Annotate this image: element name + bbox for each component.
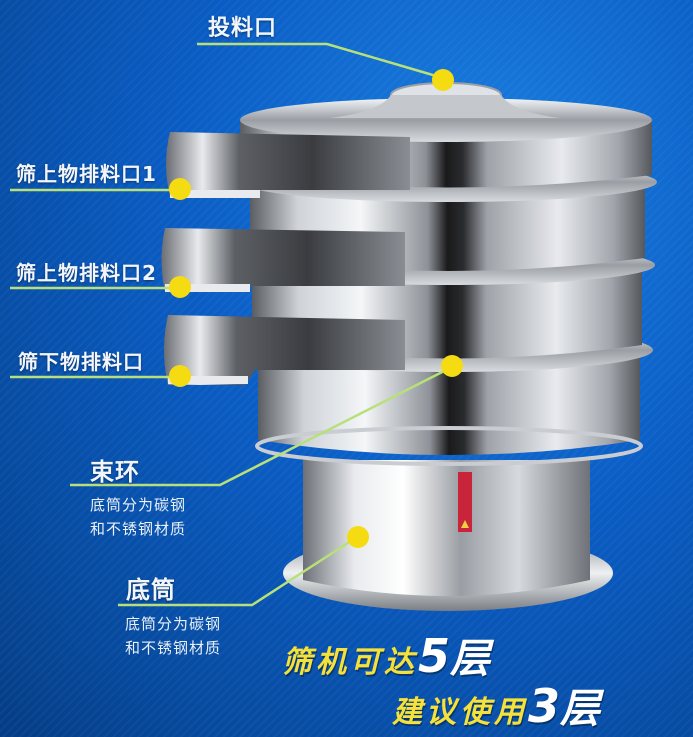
oversize-outlet-1-shape	[166, 132, 410, 196]
slogan-line-2-prefix: 建议使用	[392, 695, 528, 730]
slogan-line-1: 筛机可达5层	[282, 626, 490, 684]
label-feed-inlet: 投料口	[208, 16, 278, 41]
leader-line-clamp-ring	[70, 365, 453, 487]
warning-triangle-icon	[461, 520, 469, 528]
clamp-ring-shape	[255, 426, 643, 466]
slogan-line-1-prefix: 筛机可达	[282, 645, 418, 680]
base-cylinder-description: 底筒分为碳钢 和不锈钢材质	[125, 612, 221, 660]
label-clamp-ring: 束环	[90, 458, 140, 486]
slogan-line-1-number: 5	[418, 629, 451, 683]
outlet-3-lip	[168, 376, 248, 384]
marker-dot-icon	[432, 69, 454, 91]
marker-dot-icon	[441, 355, 463, 377]
slogan-line-2-number: 3	[528, 679, 561, 733]
base-cylinder-desc-line-1: 底筒分为碳钢	[125, 615, 222, 633]
top-lid	[240, 98, 652, 142]
leader-line-feed-inlet	[197, 42, 444, 80]
label-undersize-outlet: 筛下物排料口	[18, 350, 144, 374]
marker-dot-icon	[169, 276, 191, 298]
clamp-ring-desc-line-2: 和不锈钢材质	[90, 520, 187, 538]
outlet-2-lip	[165, 284, 250, 292]
oversize-outlet-2-shape	[161, 228, 405, 292]
clamp-ring-desc-line-1: 底筒分为碳钢	[90, 496, 187, 514]
label-base-cylinder: 底筒	[126, 576, 176, 604]
outlet-1-lip	[170, 190, 260, 198]
marker-dot-icon	[169, 178, 191, 200]
label-oversize-outlet-1: 筛上物排料口1	[16, 162, 157, 186]
base-cylinder-shape	[303, 460, 590, 596]
leader-lines	[10, 42, 453, 607]
undersize-outlet-shape	[164, 315, 405, 385]
base-cylinder-desc-line-2: 和不锈钢材质	[125, 639, 222, 657]
feed-cone	[330, 95, 560, 118]
leader-line-base	[118, 535, 358, 607]
warning-sticker-icon	[458, 472, 472, 532]
label-oversize-outlet-2: 筛上物排料口2	[16, 261, 157, 285]
marker-dot-icon	[347, 526, 369, 548]
marker-dot-icon	[169, 365, 191, 387]
slogan-line-2: 建议使用3层	[392, 676, 600, 734]
marker-dots	[169, 69, 463, 548]
slogan-line-2-unit: 层	[560, 686, 601, 732]
slogan-line-1-unit: 层	[450, 636, 491, 682]
clamp-ring-description: 底筒分为碳钢 和不锈钢材质	[90, 493, 186, 541]
